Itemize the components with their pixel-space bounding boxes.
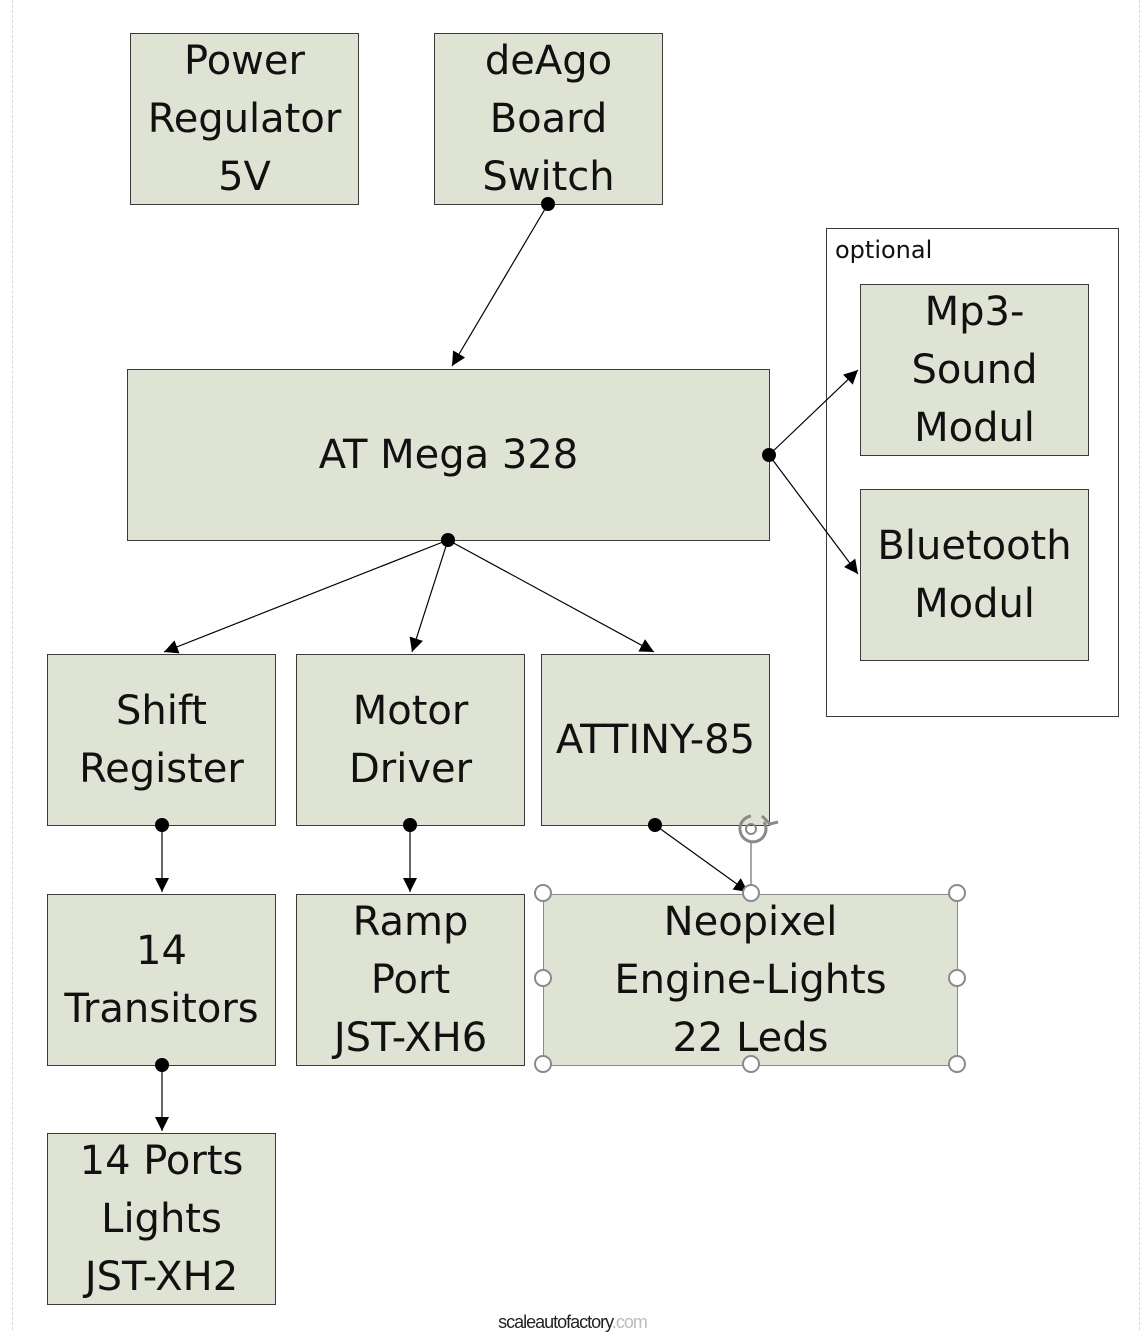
atmega-label: AT Mega 328: [318, 432, 579, 478]
atmega-block: AT Mega 328: [127, 369, 770, 541]
page-frame: [12, 0, 1140, 1330]
rotate-handle-icon: [738, 814, 779, 844]
bluetooth-module-block: Bluetooth Modul: [860, 489, 1089, 661]
neopixel-label: Neopixel Engine-Lights 22 Leds: [614, 899, 887, 1061]
resize-handle-bottom[interactable]: [742, 1055, 760, 1073]
resize-handle-right[interactable]: [948, 969, 966, 987]
transistors-block: 14 Transitors: [47, 894, 276, 1066]
deago-switch-block: deAgo Board Switch: [434, 33, 663, 205]
connector-dot: [541, 197, 555, 211]
transistors-label: 14 Transitors: [64, 928, 259, 1032]
resize-handle-top[interactable]: [742, 884, 760, 902]
connector-atmega-to-mp3: [768, 369, 859, 456]
watermark-tld: .com: [611, 1312, 648, 1332]
ramp-port-block: Ramp Port JST-XH6: [296, 894, 525, 1066]
connector-dot: [403, 818, 417, 832]
deago-switch-label: deAgo Board Switch: [482, 38, 615, 200]
watermark: scaleautofactory.com: [0, 1312, 1145, 1333]
mp3-module-block: Mp3- Sound Modul: [860, 284, 1089, 456]
optional-group-label: optional: [835, 236, 933, 264]
connector-atmega-to-bluetooth: [768, 454, 859, 575]
mp3-module-label: Mp3- Sound Modul: [911, 289, 1038, 451]
ports-lights-block: 14 Ports Lights JST-XH2: [47, 1133, 276, 1305]
attiny-label: ATTINY-85: [555, 717, 756, 763]
ports-lights-label: 14 Ports Lights JST-XH2: [79, 1138, 244, 1300]
connector-atmega-to-shift-register: [163, 539, 449, 654]
ramp-port-label: Ramp Port JST-XH6: [333, 899, 488, 1061]
resize-handle-bottom-left[interactable]: [534, 1055, 552, 1073]
motor-driver-block: Motor Driver: [296, 654, 525, 826]
connector-atmega-to-motor-driver: [409, 539, 449, 653]
motor-driver-label: Motor Driver: [348, 688, 473, 792]
optional-group: [826, 228, 1119, 717]
connector-atmega-to-attiny: [447, 539, 655, 653]
connector-dot: [762, 448, 776, 462]
connector-dot: [155, 1058, 169, 1072]
watermark-name: scaleautofactory: [498, 1312, 613, 1332]
shift-register-label: Shift Register: [79, 688, 244, 792]
connector-dot: [648, 818, 662, 832]
power-regulator-block: Power Regulator 5V: [130, 33, 359, 205]
connector-dot: [155, 818, 169, 832]
resize-handle-top-right[interactable]: [948, 884, 966, 902]
connector-dot: [441, 533, 455, 547]
resize-handle-top-left[interactable]: [534, 884, 552, 902]
attiny-block: ATTINY-85: [541, 654, 770, 826]
resize-handle-bottom-right[interactable]: [948, 1055, 966, 1073]
connector-switch-to-atmega: [451, 203, 549, 367]
connector-attiny-to-neopixel: [654, 824, 749, 893]
shift-register-block: Shift Register: [47, 654, 276, 826]
bluetooth-module-label: Bluetooth Modul: [877, 523, 1072, 627]
resize-handle-left[interactable]: [534, 969, 552, 987]
power-regulator-label: Power Regulator 5V: [147, 38, 342, 200]
